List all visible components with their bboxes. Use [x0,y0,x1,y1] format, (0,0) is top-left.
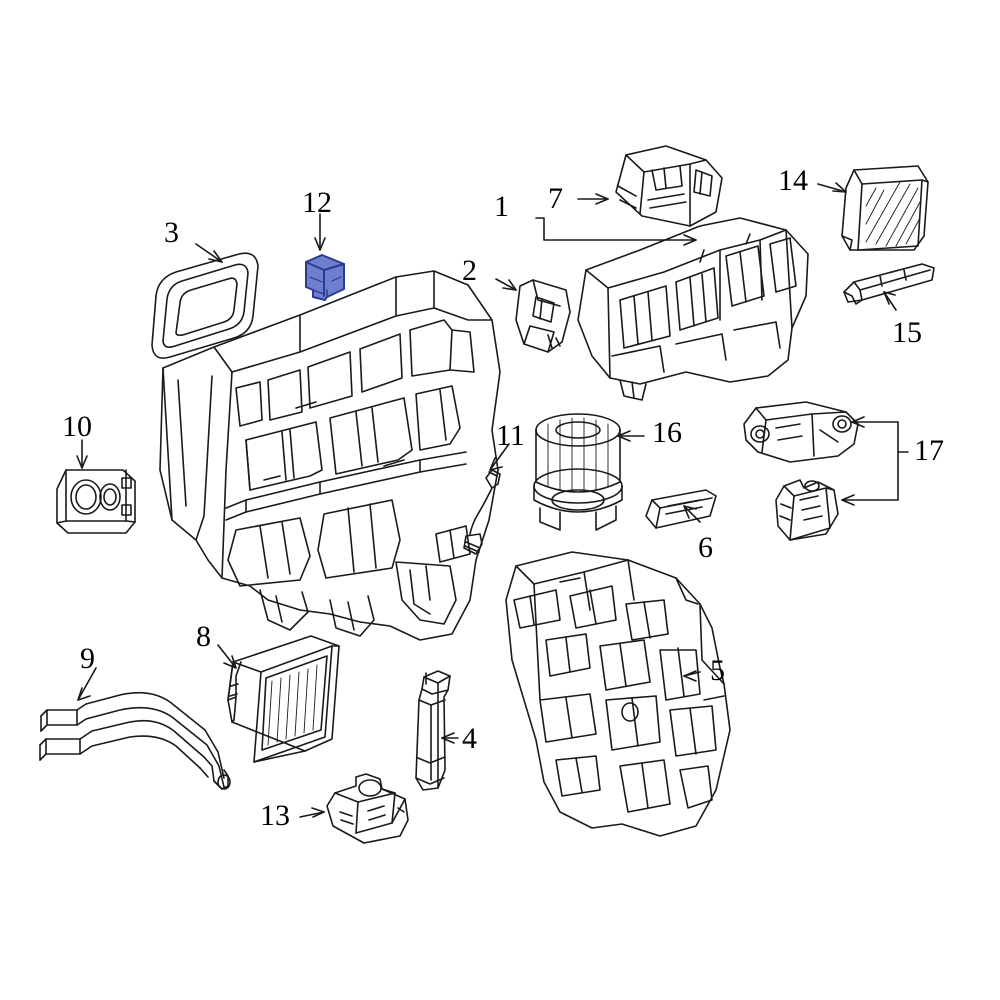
part-2-door-cover [515,279,571,353]
callout-9: 9 [80,642,95,675]
part-13-actuator-motor [326,773,409,844]
callout-3: 3 [164,216,179,249]
part-7-upper-duct [615,145,723,227]
part-5-lower-housing [505,551,731,837]
part-17-control-modules [743,401,859,541]
part-12-sensor-highlighted [305,254,345,301]
part-11-temperature-sensor [463,469,501,555]
callout-6: 6 [698,531,713,564]
callout-17: 17 [914,434,944,467]
callout-4: 4 [462,722,477,755]
callout-11: 11 [496,419,525,452]
callout-13: 13 [260,799,290,832]
part-9-heater-hoses [39,691,231,790]
part-10-actuator [56,469,136,534]
part-14-cabin-filter [841,165,929,251]
part-3-seal [151,252,259,359]
part-15-strip [843,263,935,305]
part-1-upper-case [577,217,809,401]
part-8-heater-core [227,635,340,763]
callout-10: 10 [62,410,92,443]
main-hvac-housing [159,270,501,641]
callout-8: 8 [196,620,211,653]
callout-7: 7 [548,182,563,215]
callout-1: 1 [494,190,509,223]
leader-lines [76,182,909,818]
part-4-pipe [415,670,451,791]
callout-14: 14 [778,164,808,197]
callout-15: 15 [892,316,922,349]
callout-2: 2 [462,254,477,287]
part-16-blower-motor [533,413,623,531]
callout-12: 12 [302,186,332,219]
callout-16: 16 [652,416,682,449]
callout-5: 5 [710,654,725,687]
part-6-seal-plate [645,489,717,529]
